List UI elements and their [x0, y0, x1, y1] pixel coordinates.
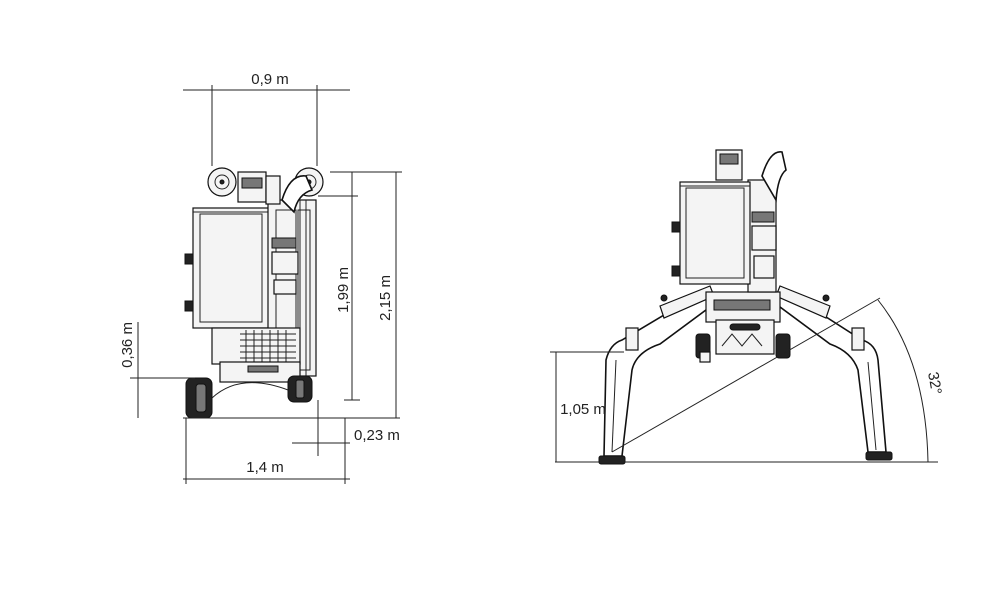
ground-clearance-label: 0,23 m — [354, 427, 400, 444]
side-tracks — [185, 375, 313, 419]
side-view: 0,9 m 1,99 m 2,15 m 0,36 m 0,23 m — [119, 71, 402, 484]
working-height-label: 1,99 m — [335, 267, 352, 313]
front-mast — [715, 149, 787, 293]
total-length-label: 1,4 m — [246, 459, 284, 476]
total-height-label: 2,15 m — [377, 275, 394, 321]
front-chassis — [695, 291, 791, 363]
dim-outrigger-angle: 32° — [611, 297, 945, 463]
outrigger-height-label: 1,05 m — [560, 401, 606, 418]
dim-top-width: 0,9 m — [183, 71, 350, 166]
side-platform — [184, 207, 270, 329]
side-chassis — [211, 327, 301, 383]
front-view: 1,05 m 32° — [550, 149, 945, 465]
front-platform — [671, 181, 751, 285]
dim-total-length: 1,4 m — [183, 418, 350, 484]
dim-heights: 1,99 m 2,15 m — [318, 171, 402, 418]
dim-step-height: 0,36 m — [119, 322, 195, 418]
dim-outrigger-height: 1,05 m — [550, 351, 624, 462]
top-width-label: 0,9 m — [251, 71, 289, 88]
side-top-pulleys — [207, 167, 324, 214]
step-height-label: 0,36 m — [119, 322, 136, 368]
outrigger-angle-label: 32° — [924, 371, 945, 396]
front-outriggers — [598, 288, 893, 465]
dim-ground-clearance: 0,23 m — [292, 400, 400, 456]
